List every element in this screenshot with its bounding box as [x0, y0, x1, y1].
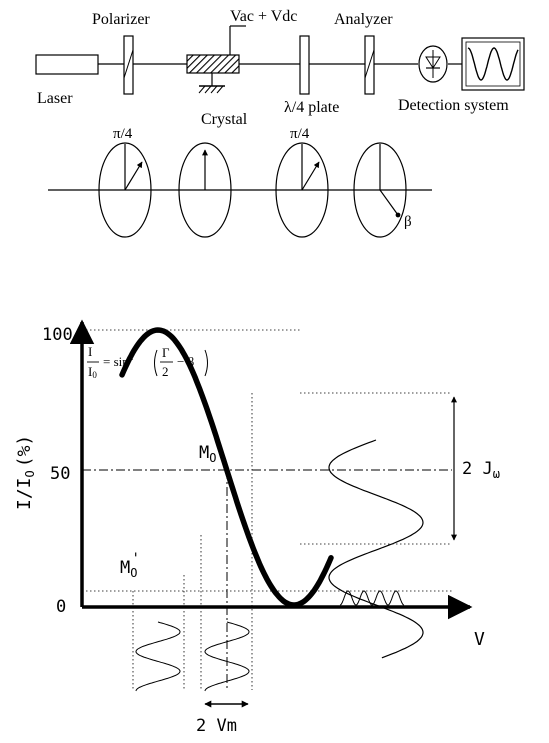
crystal-label: Crystal	[201, 111, 248, 128]
modulation-label: 2 Vm	[196, 716, 237, 736]
formula-lhs-numerator: I	[88, 344, 92, 359]
transfer-graph: 100 50 0 I/IO(%) V I I0 = sin2 Γ 2 − β M…	[14, 319, 500, 736]
y-tick-50: 50	[50, 464, 70, 484]
point-m0-label: MO	[199, 443, 216, 465]
polarization-state-2	[178, 142, 232, 238]
amplitude-label: 2 Jω	[462, 459, 500, 481]
analyzer	[364, 35, 375, 95]
oscilloscope-icon	[461, 37, 525, 91]
crystal-block	[186, 54, 240, 74]
quarter-wave-plate-label: λ/4 plate	[284, 99, 339, 116]
quarter-wave-plate	[299, 35, 310, 95]
input-signal-at-m0	[204, 621, 250, 692]
polarization-state-3	[275, 142, 329, 238]
photodiode-icon	[418, 45, 448, 83]
polarizer-label: Polarizer	[92, 11, 150, 28]
polarization-state-4	[353, 142, 407, 238]
detection-system-label: Detection system	[398, 97, 509, 114]
transfer-curve	[119, 327, 334, 608]
laser-box	[35, 54, 99, 75]
y-tick-100: 100	[42, 325, 73, 345]
pi-over-4-label-1: π/4	[113, 126, 133, 142]
y-tick-0: 0	[56, 597, 66, 617]
point-m0-prime-label: MO'	[120, 551, 140, 580]
analyzer-label: Analyzer	[334, 11, 393, 28]
output-signal-small	[339, 590, 405, 606]
beta-label: β	[404, 214, 412, 230]
formula-lhs-denominator: I0	[88, 364, 97, 380]
voltage-label: Vac + Vdc	[230, 8, 297, 25]
polarization-states: π/4 π/4 β	[48, 126, 432, 238]
guide-lines	[82, 329, 452, 690]
y-axis-label: I/IO(%)	[14, 435, 37, 510]
polarizer	[123, 35, 134, 95]
formula-gamma: Γ	[162, 345, 170, 360]
formula-two: 2	[162, 364, 169, 379]
laser-label: Laser	[37, 90, 73, 107]
optical-setup: Laser Polarizer Vac + Vdc Crystal λ/4 pl…	[35, 8, 525, 128]
x-axis-label: V	[474, 629, 485, 650]
crystal	[186, 25, 246, 94]
polarization-state-1	[98, 142, 152, 238]
output-signal-large	[328, 439, 424, 659]
pi-over-4-label-2: π/4	[290, 126, 310, 142]
input-signal-at-m0-prime	[135, 621, 181, 692]
ground-icon	[198, 85, 225, 94]
